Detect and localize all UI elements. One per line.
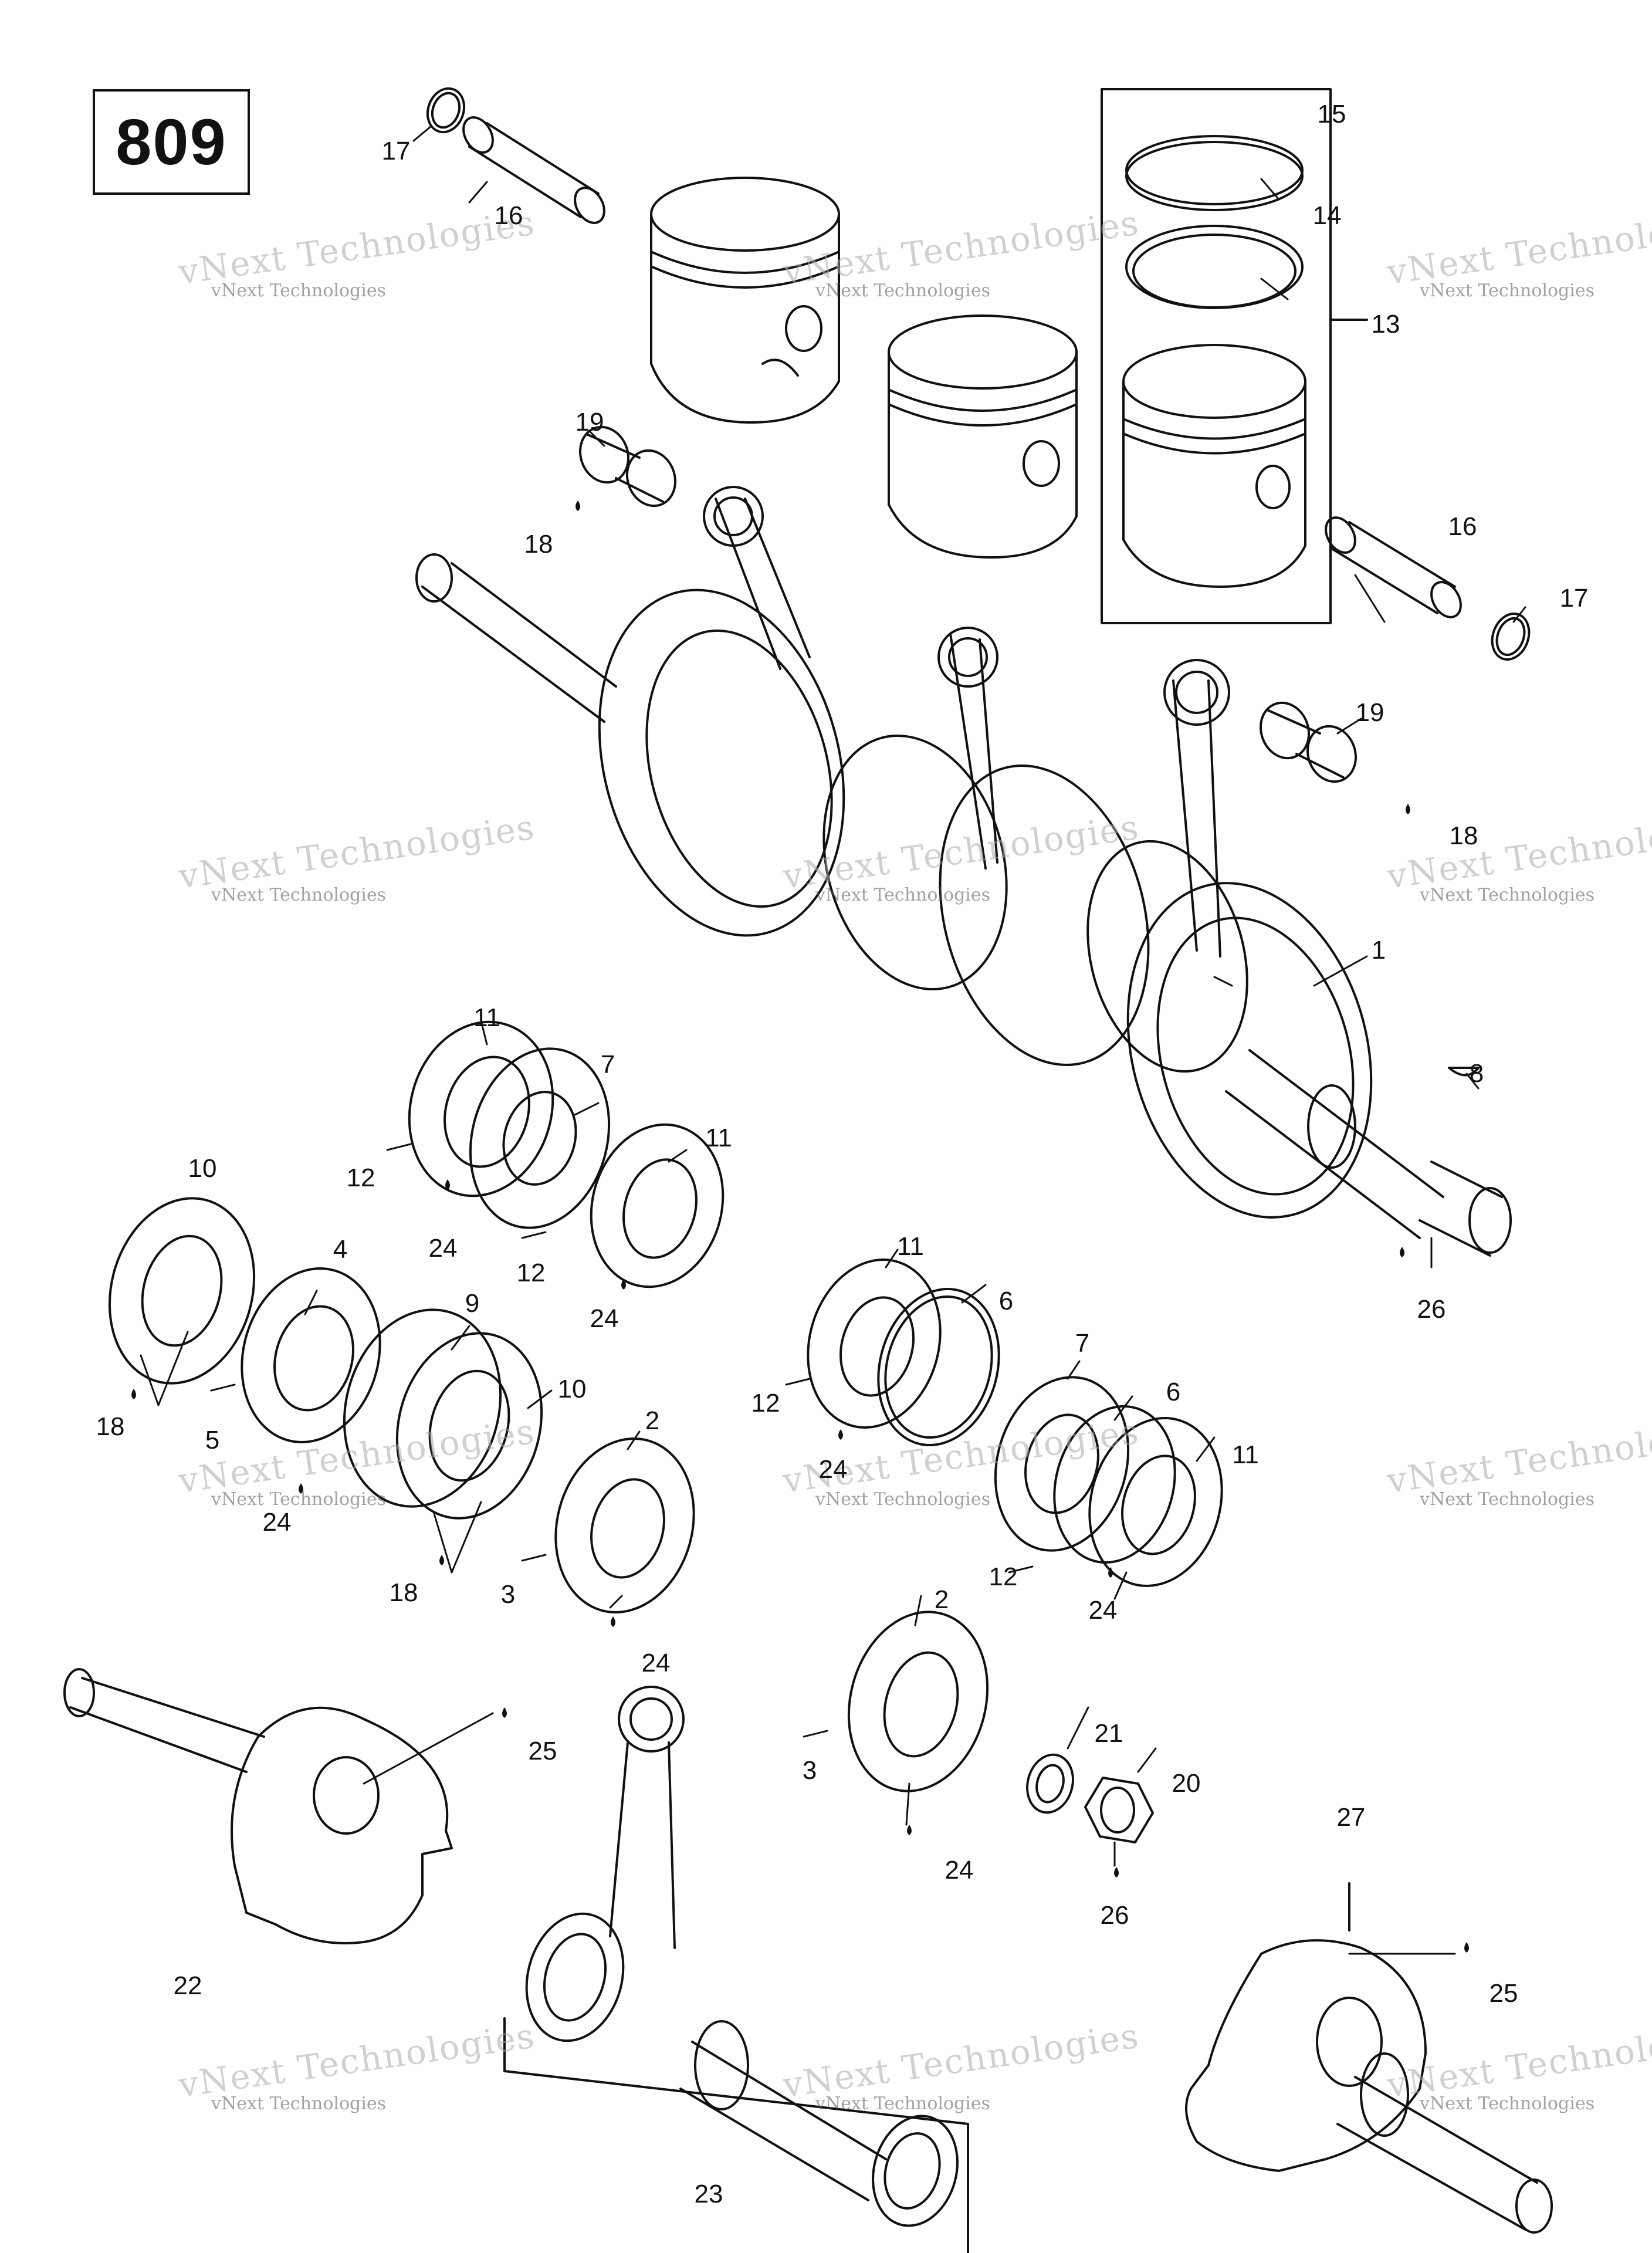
callout-10: 10 <box>188 1154 217 1183</box>
callout-11: 11 <box>897 1232 924 1261</box>
ball-bearing-2-b <box>847 1611 989 1792</box>
callout-3: 3 <box>500 1580 516 1609</box>
callout-11: 11 <box>1232 1440 1259 1469</box>
circlip-17-top <box>426 87 466 134</box>
callout-25: 25 <box>1489 1979 1518 2008</box>
piston-kit-frame <box>1101 88 1332 624</box>
callout-5: 5 <box>205 1426 220 1454</box>
callout-19: 19 <box>575 408 604 437</box>
callout-26: 26 <box>1417 1295 1446 1324</box>
piston-pin-16-right <box>1325 516 1462 618</box>
piston-left <box>650 177 840 424</box>
ring-6-b <box>1053 1405 1176 1564</box>
callout-18: 18 <box>96 1412 125 1441</box>
callout-17: 17 <box>1559 584 1589 613</box>
diagram-number-box: 809 <box>93 89 250 195</box>
callout-1: 1 <box>1371 936 1386 965</box>
needle-bearing-19-right <box>1259 701 1358 783</box>
callout-16: 16 <box>494 201 523 230</box>
callout-7: 7 <box>1075 1329 1090 1358</box>
callout-3: 3 <box>802 1756 817 1785</box>
callout-2: 2 <box>645 1406 660 1435</box>
circlip-17-right <box>1491 613 1531 661</box>
piston-ring-15 <box>1125 135 1304 211</box>
callout-18: 18 <box>1449 821 1478 850</box>
ball-bearing-11-d <box>1088 1417 1223 1587</box>
ball-bearing-2-a <box>554 1437 695 1613</box>
callout-12: 12 <box>989 1562 1018 1591</box>
ring-6-a <box>877 1288 1000 1446</box>
callout-24: 24 <box>428 1234 458 1263</box>
callout-13: 13 <box>1371 310 1400 339</box>
callout-24: 24 <box>945 1856 974 1885</box>
ring-9 <box>343 1308 502 1508</box>
assembly-bracket-23 <box>503 2017 969 2253</box>
crank-half-22 <box>63 1668 453 1944</box>
callout-9: 9 <box>465 1289 480 1318</box>
callout-20: 20 <box>1172 1769 1201 1798</box>
callout-24: 24 <box>641 1649 671 1677</box>
seal-10-a <box>108 1197 256 1385</box>
callout-15: 15 <box>1317 100 1346 128</box>
diagram-number: 809 <box>116 106 227 178</box>
piston-pin-16-top <box>462 116 605 224</box>
callout-23: 23 <box>694 2180 723 2208</box>
callout-14: 14 <box>1312 201 1342 230</box>
seal-7-a <box>469 1047 611 1229</box>
bearing-4 <box>241 1267 381 1443</box>
callout-6: 6 <box>998 1287 1014 1315</box>
piston-kit-piston <box>1122 344 1306 588</box>
callout-24: 24 <box>818 1455 848 1484</box>
callout-8: 8 <box>1469 1059 1484 1088</box>
seal-10-b <box>395 1332 543 1520</box>
ball-bearing-11-a <box>408 1020 554 1197</box>
crankshaft-assembly <box>415 486 1512 1257</box>
callout-2: 2 <box>934 1585 949 1614</box>
ball-bearing-11-c <box>807 1259 942 1429</box>
callout-12: 12 <box>346 1163 375 1192</box>
callout-25: 25 <box>528 1737 557 1765</box>
needle-bearing-19-left <box>578 425 677 508</box>
dowel-pins <box>210 1143 1034 1738</box>
leader-lines <box>140 125 1526 1955</box>
ball-bearing-11-b <box>590 1123 725 1288</box>
piston-middle <box>888 314 1078 559</box>
callout-11: 11 <box>473 1003 500 1032</box>
callout-18: 18 <box>389 1578 418 1607</box>
oil-drop-markers <box>131 500 1469 1953</box>
callout-10: 10 <box>557 1375 587 1403</box>
piston-ring-14 <box>1125 225 1304 309</box>
callout-6: 6 <box>1166 1378 1181 1406</box>
seal-7-b <box>994 1376 1130 1552</box>
callout-18: 18 <box>524 530 553 559</box>
callout-24: 24 <box>262 1508 292 1537</box>
callout-24: 24 <box>1088 1596 1118 1625</box>
callout-11: 11 <box>705 1124 732 1152</box>
lock-washer-21 <box>1026 1753 1074 1814</box>
callout-24: 24 <box>590 1304 619 1333</box>
callout-26: 26 <box>1100 1901 1129 1930</box>
callout-21: 21 <box>1094 1719 1123 1748</box>
crank-half-27 <box>1185 1882 1553 2234</box>
nut-20 <box>1084 1777 1154 1843</box>
callout-7: 7 <box>600 1050 615 1079</box>
callout-4: 4 <box>333 1235 348 1264</box>
callout-12: 12 <box>516 1259 546 1287</box>
conrod-23 <box>525 1686 959 2227</box>
callout-19: 19 <box>1355 698 1384 727</box>
callout-17: 17 <box>381 137 411 165</box>
callout-16: 16 <box>1448 512 1477 541</box>
callout-12: 12 <box>751 1389 780 1418</box>
callout-27: 27 <box>1336 1803 1366 1832</box>
callout-22: 22 <box>173 1971 202 2000</box>
